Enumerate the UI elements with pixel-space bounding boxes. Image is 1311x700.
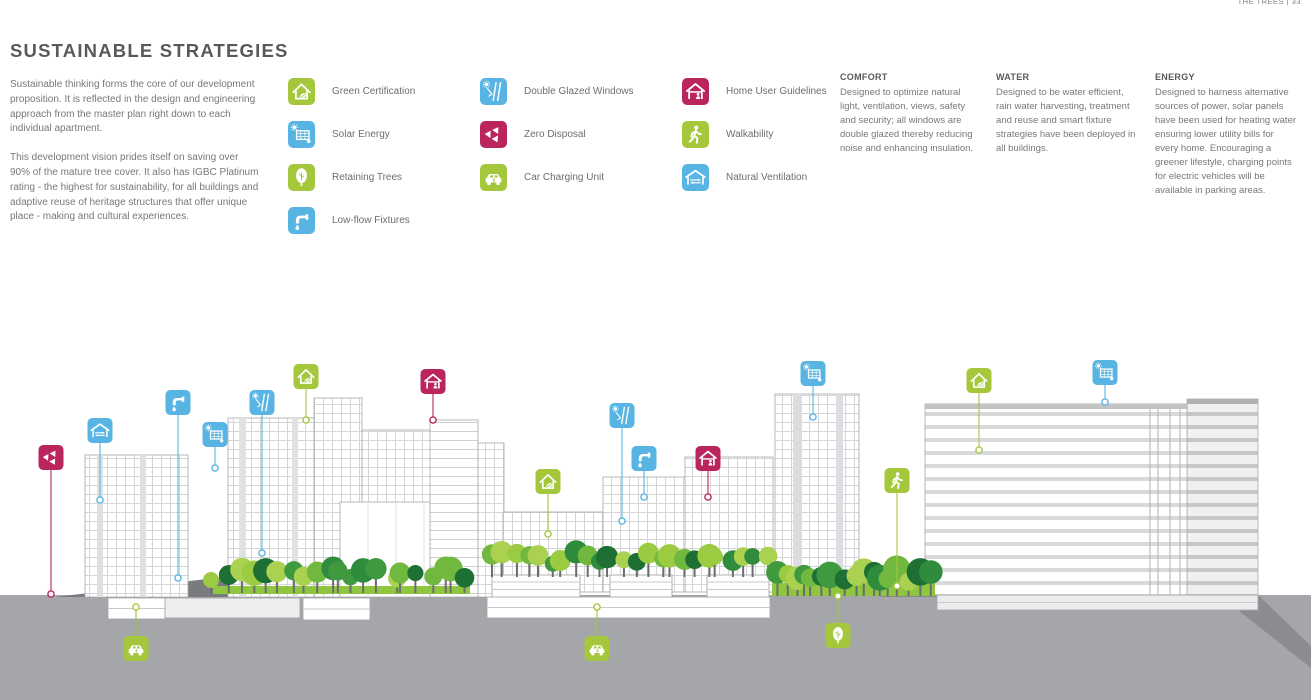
- intro-paragraph: Sustainable thinking forms the core of o…: [10, 79, 256, 135]
- solar-energy-icon: [800, 361, 826, 386]
- legend-item: Natural Ventilation: [682, 164, 827, 191]
- home-user-guidelines-icon: [420, 369, 446, 394]
- pin-zero-disposal: [38, 445, 64, 598]
- info-column-heading: COMFORT: [840, 72, 888, 82]
- info-column-body: Designed to harness alternative sources …: [1155, 87, 1297, 196]
- solar-energy-icon: [1092, 360, 1118, 385]
- double-glazed-windows-icon: [609, 403, 635, 428]
- pin-low-flow-fixtures: [165, 390, 191, 582]
- car-charging-unit-icon: [123, 636, 149, 661]
- car-charging-unit-icon: [480, 164, 507, 191]
- legend-item-label: Home User Guidelines: [726, 86, 827, 97]
- pin-solar-energy: [202, 422, 228, 472]
- pin-solar-energy: [800, 361, 826, 421]
- natural-ventilation-icon: [682, 164, 709, 191]
- green-certification-icon: [966, 368, 992, 393]
- green-certification-icon: [535, 469, 561, 494]
- retaining-trees-icon: [288, 164, 315, 191]
- legend-item-label: Low-flow Fixtures: [332, 215, 410, 226]
- low-flow-fixtures-icon: [288, 207, 315, 234]
- natural-ventilation-icon: [87, 418, 113, 443]
- pin-green-certification: [293, 364, 319, 424]
- legend-item-label: Car Charging Unit: [524, 172, 605, 183]
- legend-item: Green Certification: [288, 78, 415, 105]
- legend-item: Zero Disposal: [480, 121, 634, 148]
- pin-home-user-guidelines: [420, 369, 446, 424]
- walkability-icon: [682, 121, 709, 148]
- pin-double-glazed-windows: [249, 390, 275, 557]
- info-column: ENERGY Designed to harness alternative so…: [1155, 72, 1297, 198]
- legend-item: Car Charging Unit: [480, 164, 634, 191]
- legend-item-label: Retaining Trees: [332, 172, 403, 183]
- pin-double-glazed-windows: [609, 403, 635, 525]
- legend-item: Solar Energy: [288, 121, 415, 148]
- info-column-body: Designed to optimize natural light, vent…: [840, 87, 974, 154]
- info-column: WATER Designed to be water efficient, rai…: [996, 72, 1138, 156]
- pin-walkability: [884, 468, 910, 590]
- legend-item: Retaining Trees: [288, 164, 415, 191]
- low-flow-fixtures-icon: [631, 446, 657, 471]
- double-glazed-windows-icon: [480, 78, 507, 105]
- legend-item-label: Zero Disposal: [524, 129, 586, 140]
- zero-disposal-icon: [480, 121, 507, 148]
- legend-item-label: Walkability: [726, 129, 774, 140]
- home-user-guidelines-icon: [682, 78, 709, 105]
- pin-retaining-trees: [825, 592, 851, 648]
- solar-energy-icon: [202, 422, 228, 447]
- low-flow-fixtures-icon: [165, 390, 191, 415]
- legend-item: Walkability: [682, 121, 827, 148]
- underground-structures: [107, 594, 1259, 621]
- green-certification-icon: [293, 364, 319, 389]
- zero-disposal-icon: [38, 445, 64, 470]
- info-column-heading: ENERGY: [1155, 72, 1195, 82]
- pin-home-user-guidelines: [695, 446, 721, 501]
- legend-item: Home User Guidelines: [682, 78, 827, 105]
- info-column-body: Designed to be water efficient, rain wat…: [996, 87, 1136, 154]
- page-title: SUSTAINABLE STRATEGIES: [10, 40, 289, 61]
- walkability-icon: [884, 468, 910, 493]
- pin-low-flow-fixtures: [631, 446, 657, 501]
- legend-item: Double Glazed Windows: [480, 78, 634, 105]
- pin-green-certification: [535, 469, 561, 538]
- retaining-trees-icon: [825, 623, 851, 648]
- pin-car-charging-unit: [584, 603, 610, 661]
- legend-item: Low-flow Fixtures: [288, 207, 415, 234]
- pin-solar-energy: [1092, 360, 1118, 406]
- double-glazed-windows-icon: [249, 390, 275, 415]
- legend-item-label: Natural Ventilation: [726, 172, 808, 183]
- tree-belts: [203, 540, 943, 596]
- intro-text: Sustainable thinking forms the core of o…: [10, 78, 260, 239]
- solar-energy-icon: [288, 121, 315, 148]
- pin-green-certification: [966, 368, 992, 454]
- pin-car-charging-unit: [123, 603, 149, 661]
- pin-natural-ventilation: [87, 418, 113, 504]
- page-number: THE TREES | 33: [1237, 0, 1301, 6]
- home-user-guidelines-icon: [695, 446, 721, 471]
- green-certification-icon: [288, 78, 315, 105]
- car-charging-unit-icon: [584, 636, 610, 661]
- info-column-heading: WATER: [996, 72, 1030, 82]
- buildings: [84, 393, 1259, 598]
- legend-item-label: Solar Energy: [332, 129, 390, 140]
- intro-paragraph: This development vision prides itself on…: [10, 152, 259, 223]
- legend-item-label: Double Glazed Windows: [524, 86, 634, 97]
- info-column: COMFORT Designed to optimize natural ligh…: [840, 72, 982, 156]
- legend-item-label: Green Certification: [332, 86, 416, 97]
